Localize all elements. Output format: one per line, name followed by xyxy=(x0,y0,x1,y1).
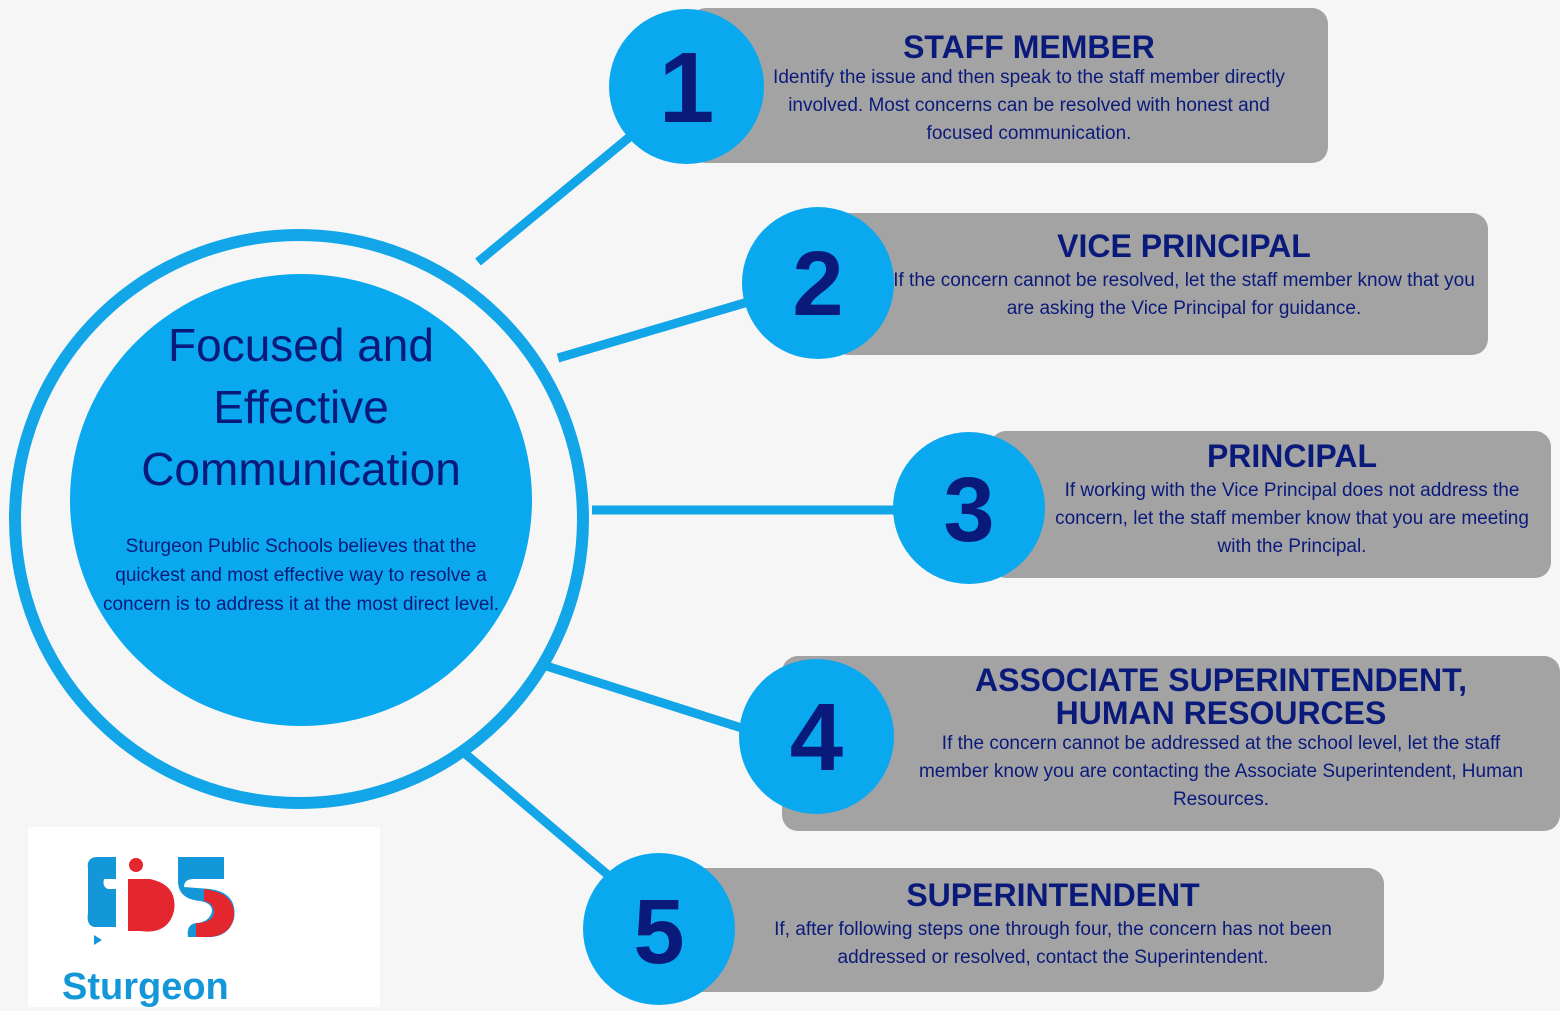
step-number-4: 4 xyxy=(739,659,894,814)
step-text-2: If the concern cannot be resolved, let t… xyxy=(893,270,1475,319)
step-text-5: If, after following steps one through fo… xyxy=(774,919,1332,968)
step-title-4: ASSOCIATE SUPERINTENDENT, HUMAN RESOURCE… xyxy=(975,662,1467,731)
step-number-1: 1 xyxy=(609,9,764,164)
step-text-1: Identify the issue and then speak to the… xyxy=(773,67,1285,144)
hub-title-line-1: Focused and xyxy=(168,319,434,371)
step-text-4: If the concern cannot be addressed at th… xyxy=(918,733,1524,810)
hub-title-line-2: Effective xyxy=(213,381,389,433)
hub-circle: Focused and Effective Communication Stur… xyxy=(70,274,532,726)
logo-text: Sturgeon xyxy=(62,966,229,1008)
step-card-5: SUPERINTENDENT If, after following steps… xyxy=(676,868,1384,992)
connector-line-1 xyxy=(475,131,635,266)
step-title-3: PRINCIPAL xyxy=(1206,438,1378,474)
connector-line-4 xyxy=(538,659,750,735)
step-card-3: PRINCIPAL If working with the Vice Princ… xyxy=(990,431,1551,578)
hub-title: Focused and Effective Communication xyxy=(90,314,512,500)
connector-line-2 xyxy=(556,297,750,363)
step-number-3: 3 xyxy=(893,432,1045,584)
step-card-4: ASSOCIATE SUPERINTENDENT, HUMAN RESOURCE… xyxy=(782,656,1560,831)
step-title-2: VICE PRINCIPAL xyxy=(1057,228,1311,264)
hub-description: Sturgeon Public Schools believes that th… xyxy=(102,536,499,615)
sps-logo-mark-icon xyxy=(87,857,235,945)
step-card-1: STAFF MEMBER Identify the issue and then… xyxy=(690,8,1328,163)
step-text-3: If working with the Vice Principal does … xyxy=(1055,480,1529,557)
step-number-2: 2 xyxy=(742,207,894,359)
connector-line-5 xyxy=(452,741,611,879)
step-title-5: SUPERINTENDENT xyxy=(906,877,1200,913)
sps-logo: Sturgeon xyxy=(28,827,380,1007)
step-title-1: STAFF MEMBER xyxy=(903,29,1155,65)
step-card-2: VICE PRINCIPAL If the concern cannot be … xyxy=(832,213,1488,355)
step-number-5: 5 xyxy=(583,853,735,1005)
hub-title-line-3: Communication xyxy=(141,443,461,495)
